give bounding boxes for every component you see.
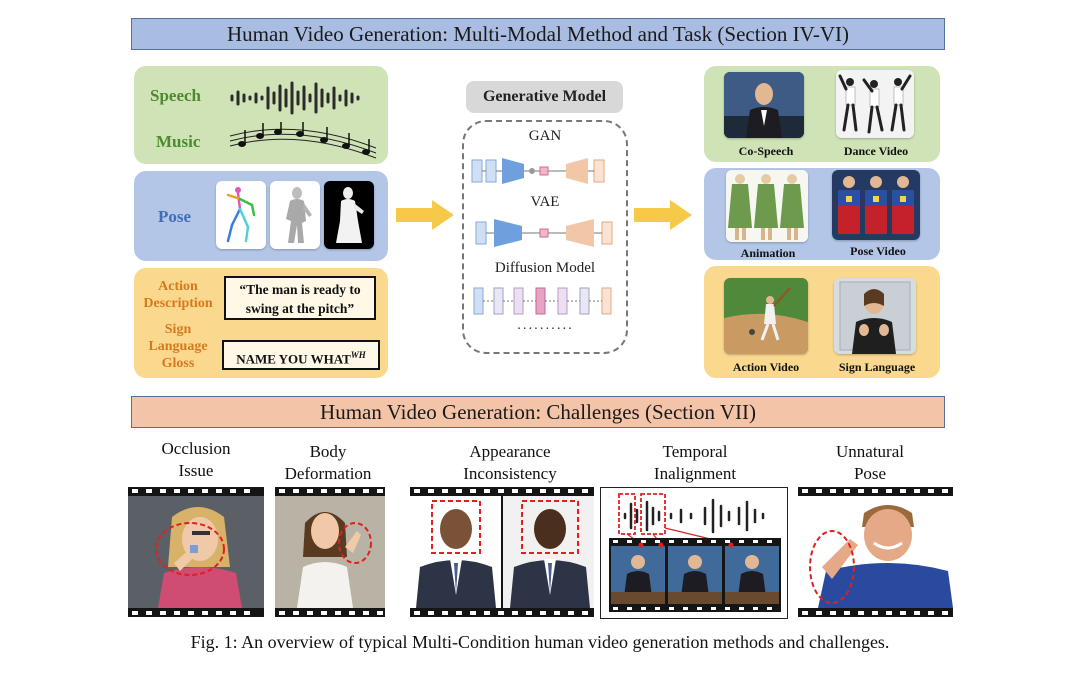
- more-models-ellipsis: ··········: [516, 322, 574, 337]
- unnatural-pose-example-image: [798, 487, 953, 617]
- music-notes-icon: [229, 122, 377, 159]
- gloss-superscript: WH: [350, 350, 366, 360]
- challenge-title-line1: Body: [309, 442, 347, 461]
- action-description-label: Action Description: [143, 279, 213, 311]
- challenge-title-line2: Pose: [853, 464, 887, 483]
- challenge-title-line2: Deformation: [284, 464, 372, 483]
- challenge-appearance-title: Appearance Inconsistency: [440, 441, 580, 485]
- pose-input-panel: Pose: [134, 171, 388, 261]
- challenge-title-line2: Inalignment: [653, 464, 737, 483]
- pose-label: Pose: [158, 207, 192, 226]
- challenge-title-line1: Occlusion: [161, 439, 231, 458]
- silhouette-pose-image: [324, 181, 374, 249]
- speech-waveform-icon: [230, 81, 360, 115]
- occlusion-example-image: [128, 487, 264, 617]
- dance-video-frames-image: [836, 70, 914, 138]
- animation-frames-image: [726, 170, 808, 242]
- challenge-title-line2: Inconsistency: [463, 464, 557, 483]
- diffusion-architecture-icon: [473, 287, 612, 315]
- gan-architecture-icon: [471, 158, 605, 184]
- figure-caption: Fig. 1: An overview of typical Multi-Con…: [190, 632, 890, 652]
- animation-label: Animation: [740, 246, 796, 260]
- body-deformation-example-image: [275, 487, 385, 617]
- diffusion-model-label: Diffusion Model: [494, 260, 596, 276]
- gloss-text: NAME YOU WHAT: [236, 351, 351, 367]
- challenge-body-deformation-title: Body Deformation: [266, 441, 390, 485]
- skeleton-pose-image: [216, 181, 266, 249]
- challenge-title-line1: Unnatural: [836, 442, 904, 461]
- section-banner-challenges: Human Video Generation: Challenges (Sect…: [131, 396, 945, 428]
- challenge-title-line1: Temporal: [662, 442, 728, 461]
- text-output-panel: Action Video Sign Language: [704, 266, 940, 378]
- challenge-title-line2: Issue: [178, 461, 214, 480]
- action-video-frames-image: [724, 278, 808, 354]
- challenge-unnatural-pose-title: Unnatural Pose: [810, 441, 930, 485]
- music-label: Music: [156, 132, 201, 151]
- pose-video-frames-image: [832, 170, 920, 240]
- co-speech-frames-image: [724, 72, 804, 138]
- challenge-title-line1: Appearance: [469, 442, 551, 461]
- challenge-occlusion-title: Occlusion Issue: [136, 438, 256, 482]
- input-to-model-arrow-icon: [396, 200, 454, 230]
- speech-label: Speech: [150, 86, 201, 105]
- generative-model-box: GAN VAE Diffusion Model ··········: [462, 120, 628, 354]
- pose-output-panel: Animation Pose Video: [704, 168, 940, 260]
- vae-architecture-icon: [475, 219, 613, 247]
- text-input-panel: Action Description “The man is ready to …: [134, 268, 388, 378]
- audio-output-panel: Co-Speech Dance Video: [704, 66, 940, 162]
- action-video-label: Action Video: [732, 360, 800, 374]
- model-to-output-arrow-icon: [634, 200, 692, 230]
- section-banner-methods: Human Video Generation: Multi-Modal Meth…: [131, 18, 945, 50]
- appearance-inconsistency-example-image: [410, 487, 594, 617]
- dance-video-label: Dance Video: [843, 144, 909, 158]
- pose-video-label: Pose Video: [850, 244, 906, 258]
- vae-label: VAE: [530, 194, 560, 210]
- 3d-mesh-pose-image: [270, 181, 320, 249]
- sign-language-gloss-label: Sign Language Gloss: [148, 322, 208, 371]
- gloss-text-box: NAME YOU WHATWH: [222, 340, 380, 370]
- temporal-inalignment-example-image: [600, 487, 788, 619]
- sign-language-label: Sign Language: [838, 360, 916, 374]
- challenge-temporal-title: Temporal Inalignment: [630, 441, 760, 485]
- co-speech-label: Co-Speech: [738, 144, 794, 158]
- generative-model-title: Generative Model: [466, 81, 623, 113]
- gan-label: GAN: [528, 128, 562, 144]
- action-description-text: “The man is ready to swing at the pitch”: [224, 276, 376, 320]
- sign-language-frames-image: [834, 278, 916, 354]
- audio-input-panel: Speech Music: [134, 66, 388, 164]
